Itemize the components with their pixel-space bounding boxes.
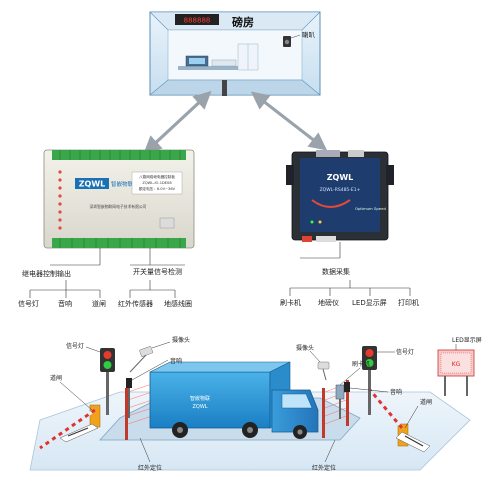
truck-text-en: ZQWL (192, 404, 207, 410)
scale-display (175, 14, 219, 25)
svg-text:ZQWL-IO-1DE08: ZQWL-IO-1DE08 (142, 181, 172, 185)
weigh-room: 888888 喇叭 磅房 (149, 11, 321, 96)
serial-server-rj45-port (348, 150, 364, 157)
gate-left (39, 404, 101, 450)
serial-server-model: ZQWL-RS485-E1+ (320, 187, 361, 193)
red-light-icon (365, 349, 374, 357)
scene-sound-left-label: 音响 (170, 357, 182, 365)
relay-bottom-terminals (52, 238, 186, 248)
scene-ir-left-label: 红外定位 (138, 464, 162, 472)
weighing-instrument-label: 地磅仪 (318, 298, 339, 307)
signal-light-label: 信号灯 (18, 299, 39, 308)
serial-server-brand: ZQWL (327, 173, 354, 182)
signal-light-left (100, 348, 115, 415)
green-light-icon (103, 361, 112, 369)
speaker-label: 喇叭 (302, 30, 316, 39)
relay-brand-cn: 智嵌物联 (111, 180, 134, 188)
sound-label: 音响 (58, 299, 72, 308)
ground-marker-right (395, 431, 431, 453)
led-screen: KG (437, 349, 475, 396)
serial-server-swoosh (311, 199, 351, 208)
led-screen-label: LED显示屏 (352, 299, 387, 307)
scene-card-reader-label: 刷卡机 (352, 360, 370, 368)
weighbridge-scene: 智嵌物联 ZQWL (29, 341, 475, 471)
scene-signal-right-label: 信号灯 (396, 348, 414, 356)
scene-led-label: LED显示屏 (452, 337, 482, 344)
relay-maker: 深圳智嵌物联网电子技术有限公司 (90, 204, 147, 209)
scene-camera-right-label: 摄像头 (296, 344, 314, 352)
led-screen-text: KG (452, 361, 461, 368)
relay-output-label: 继电器控制输出 (22, 269, 71, 278)
serial-server: ZQWL ZQWL-RS485-E1+ Optimum Speed (286, 150, 394, 242)
truck: 智嵌物联 ZQWL (149, 361, 319, 439)
relay-module: ZQWL 智嵌物联 八路网络继电器控制板 ZQWL-IO-1DE08 额定电压：… (43, 149, 195, 249)
relay-brand: ZQWL (79, 180, 106, 189)
camera-left (129, 346, 153, 373)
gate-label: 道闸 (92, 299, 106, 308)
sound-right (344, 382, 350, 392)
red-light-icon (103, 351, 112, 359)
ground-coil-label: 地感线圈 (164, 299, 192, 308)
green-light-icon (365, 359, 374, 367)
desk (178, 66, 248, 70)
scene-leader-lines (59, 341, 457, 463)
svg-text:额定电压：6.0V~36V: 额定电压：6.0V~36V (139, 186, 176, 191)
signal-light-right (362, 346, 377, 415)
ground-marker-left (59, 423, 99, 443)
scene-ir-right-label: 红外定位 (312, 464, 336, 472)
scale-display-value: 888888 (184, 17, 211, 25)
camera-right (317, 361, 330, 381)
data-collect-label: 数据采集 (322, 267, 350, 276)
ir-sensor-label: 红外传感器 (118, 299, 153, 308)
scene-gate-left-label: 道闸 (50, 374, 62, 382)
server-branch-tree (289, 242, 411, 296)
printer-label: 打印机 (398, 298, 419, 307)
scene-sound-right-label: 音响 (390, 388, 402, 396)
svg-text:Optimum Speed: Optimum Speed (355, 206, 386, 211)
card-reader-label: 刷卡机 (280, 298, 301, 307)
relay-leds (58, 170, 62, 230)
truck-text-cn: 智嵌物联 (190, 395, 210, 402)
relay-ethernet-port (159, 217, 175, 229)
sound-left (126, 378, 132, 418)
relay-spec-label (131, 171, 183, 195)
relay-top-terminals (52, 150, 186, 160)
scene-signal-left-label: 信号灯 (66, 342, 84, 350)
scene-gate-right-label: 道闸 (420, 398, 432, 406)
switch-detect-label: 开关量信号检测 (133, 267, 182, 276)
room-cable (222, 80, 227, 96)
room-title: 磅房 (232, 15, 254, 29)
svg-text:八路网络继电器控制板: 八路网络继电器控制板 (139, 174, 175, 179)
relay-branch-tree (29, 248, 185, 298)
relay-logo-badge (75, 178, 109, 189)
printer-icon (211, 59, 237, 67)
serial-server-db9-port (316, 150, 340, 157)
scene-camera-left-label: 摄像头 (172, 336, 190, 344)
